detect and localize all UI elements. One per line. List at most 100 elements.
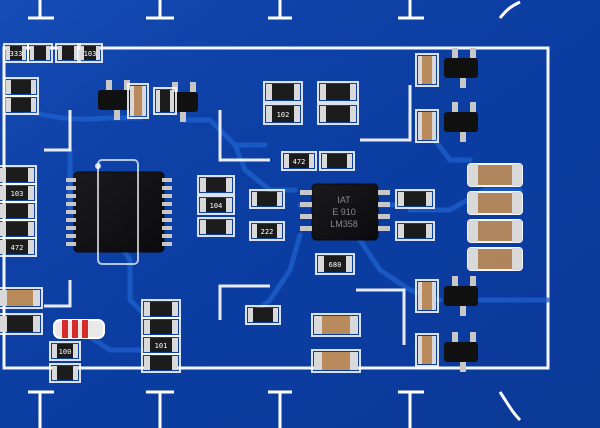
terminal xyxy=(432,336,436,364)
silkscreen-outline xyxy=(415,53,439,87)
passives xyxy=(0,43,439,383)
silkscreen-outline xyxy=(319,151,355,171)
terminal xyxy=(266,106,272,122)
terminal xyxy=(130,86,134,116)
terminal xyxy=(28,222,34,236)
terminal xyxy=(309,154,314,168)
terminal xyxy=(418,336,422,364)
resistor-3 xyxy=(77,43,103,63)
resistor-12 xyxy=(281,151,317,171)
terminal xyxy=(0,240,6,254)
capacitor-body xyxy=(0,290,40,306)
terminal xyxy=(0,204,6,218)
terminal xyxy=(277,224,282,238)
terminal xyxy=(0,316,7,332)
terminal xyxy=(30,46,34,60)
capacitor-39 xyxy=(415,109,439,143)
terminal xyxy=(142,86,146,116)
silkscreen-outline xyxy=(415,279,439,313)
terminal xyxy=(46,46,50,60)
terminal xyxy=(200,198,206,212)
resistor-36 xyxy=(49,341,81,361)
resistor-26 xyxy=(141,317,181,337)
resistor-body xyxy=(320,84,356,100)
resistor-body xyxy=(0,168,34,182)
terminal xyxy=(172,356,178,370)
silkscreen-outline xyxy=(263,81,303,103)
resistor-1 xyxy=(27,43,53,63)
terminal xyxy=(144,338,150,352)
terminal xyxy=(6,98,11,112)
terminal xyxy=(28,240,34,254)
silkscreen-outline xyxy=(263,103,303,125)
resistor-body xyxy=(52,344,78,358)
terminal xyxy=(52,344,57,358)
resistor-code-label: 222 xyxy=(261,228,274,236)
top-test-pads xyxy=(28,0,521,20)
capacitor-body xyxy=(418,112,436,140)
resistor-15 xyxy=(197,195,235,215)
terminal xyxy=(0,222,6,236)
capacitors-right xyxy=(467,163,523,271)
resistor-29 xyxy=(0,165,37,185)
capacitor-body xyxy=(418,336,436,364)
diode xyxy=(53,319,105,339)
terminal xyxy=(170,90,174,112)
terminal xyxy=(200,220,206,234)
terminal xyxy=(320,106,326,122)
silkscreen-outline xyxy=(141,353,181,373)
resistor-body xyxy=(318,256,352,272)
terminal xyxy=(418,56,422,84)
terminal xyxy=(80,46,84,60)
terminal xyxy=(31,80,36,94)
silkscreen-outline xyxy=(197,217,235,237)
terminal xyxy=(350,352,358,370)
resistor-2 xyxy=(55,43,81,63)
capacitor-41 xyxy=(415,333,439,367)
silkscreen-outline xyxy=(395,189,435,209)
terminal xyxy=(172,302,178,316)
resistor-body xyxy=(322,154,352,168)
resistor-9 xyxy=(263,103,303,125)
terminal xyxy=(350,106,356,122)
terminal xyxy=(426,192,432,206)
resistor-body xyxy=(0,316,40,332)
resistor-body xyxy=(320,106,356,122)
capacitor-body xyxy=(418,282,436,310)
resistor-13 xyxy=(319,151,355,171)
capacitor-body xyxy=(314,316,358,334)
resistor-code-label: 100 xyxy=(59,348,72,356)
resistor-35 xyxy=(0,313,43,335)
terminal xyxy=(0,290,7,306)
silkscreen-outline xyxy=(27,43,53,63)
resistor-7 xyxy=(153,87,177,115)
resistor-19 xyxy=(395,189,435,209)
terminal xyxy=(73,344,78,358)
resistor-17 xyxy=(249,189,285,209)
resistor-5 xyxy=(3,95,39,115)
silkscreen-outline xyxy=(317,81,359,103)
terminal xyxy=(96,46,100,60)
ic-left xyxy=(66,159,172,265)
resistor-32 xyxy=(0,219,37,239)
resistor-body xyxy=(52,366,78,380)
resistor-body xyxy=(248,308,278,322)
silkscreen-guides xyxy=(44,85,412,345)
terminal xyxy=(347,154,352,168)
terminal xyxy=(0,168,6,182)
resistor-code-label: 101 xyxy=(155,342,168,350)
resistor-body xyxy=(6,80,36,94)
terminal xyxy=(294,106,300,122)
terminal xyxy=(273,308,278,322)
terminal xyxy=(200,178,206,192)
terminal xyxy=(346,256,352,272)
ic-center: IAT E 910 LM358 xyxy=(300,183,390,241)
resistor-28 xyxy=(141,353,181,373)
terminal xyxy=(418,282,422,310)
terminal xyxy=(172,320,178,334)
terminal xyxy=(226,220,232,234)
resistor-body xyxy=(200,198,232,212)
terminal xyxy=(52,366,57,380)
